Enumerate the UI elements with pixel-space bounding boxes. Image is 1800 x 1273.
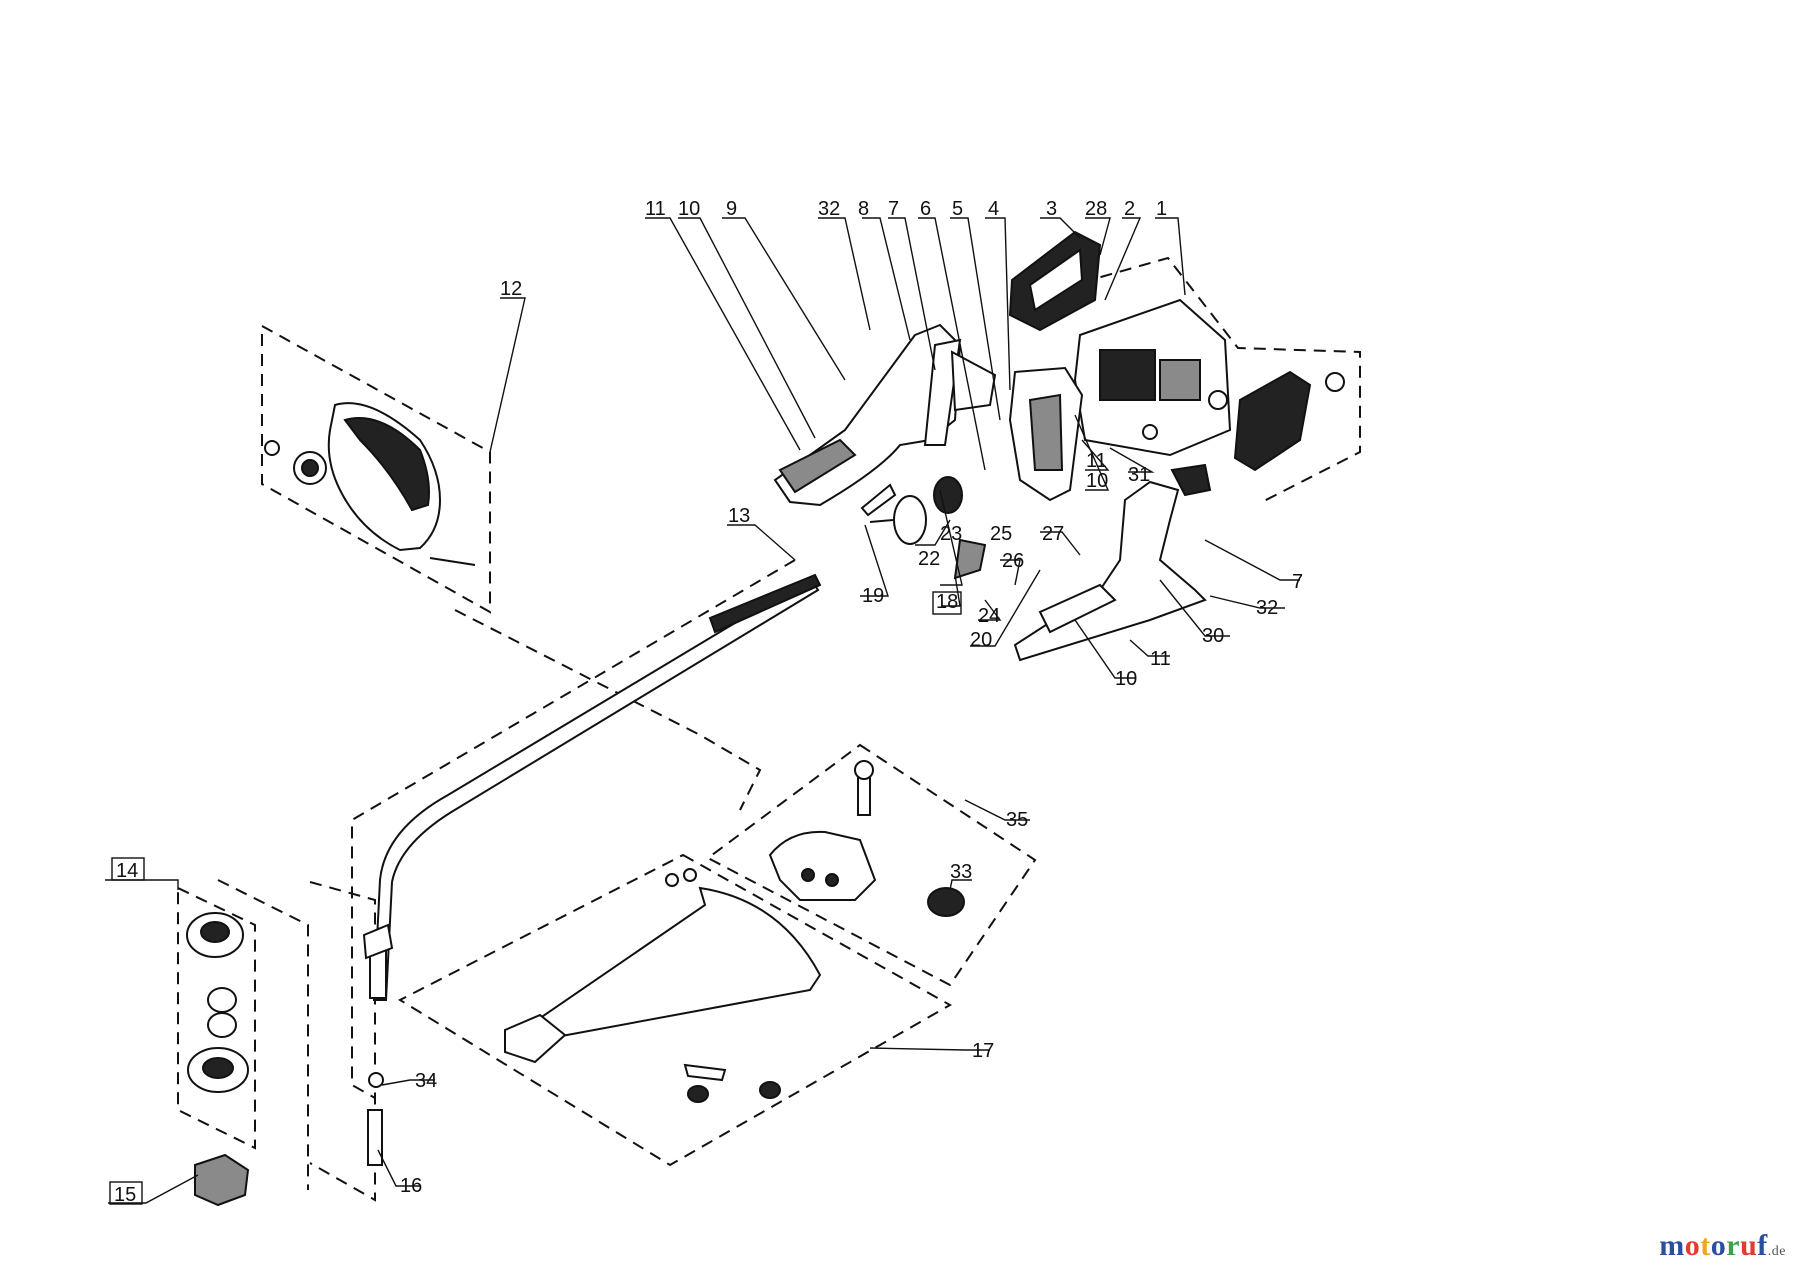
trimmer-head: [186, 912, 384, 1207]
callout-16: 16: [400, 1175, 422, 1197]
callout-10: 10: [1115, 668, 1137, 690]
callout-10: 10: [1086, 470, 1108, 492]
engine-block: [1073, 298, 1232, 457]
callout-18: 18: [936, 591, 958, 613]
clutch-housing: [1008, 366, 1084, 502]
callout-4: 4: [988, 198, 999, 220]
callout-labels: 11 10 9 32 8 7 6 5 4 3 28 2 1 12 13 11 1…: [114, 198, 1303, 1206]
callout-33: 33: [950, 861, 972, 883]
clutch-parts: [860, 476, 987, 580]
callout-9: 9: [726, 198, 737, 220]
callout-23: 23: [940, 523, 962, 545]
callout-26: 26: [1002, 550, 1024, 572]
callout-1: 1: [1156, 198, 1167, 220]
watermark-suffix: .de: [1767, 1244, 1786, 1259]
starter-cover: [1233, 370, 1345, 472]
callout-17: 17: [972, 1040, 994, 1062]
loop-handle: [264, 402, 476, 566]
callout-5: 5: [952, 198, 963, 220]
callout-11: 11: [1150, 648, 1171, 670]
callout-11: 11: [1086, 450, 1107, 472]
drive-shaft: [362, 573, 822, 1001]
callout-30: 30: [1202, 625, 1224, 647]
callout-7: 7: [1292, 571, 1303, 593]
callout-27: 27: [1042, 523, 1064, 545]
group-outlines: [177, 256, 1361, 1202]
callout-13: 13: [728, 505, 750, 527]
callout-7: 7: [888, 198, 899, 220]
callout-28: 28: [1085, 198, 1107, 220]
callout-14: 14: [116, 860, 138, 882]
callout-6: 6: [920, 198, 931, 220]
callout-32: 32: [818, 198, 840, 220]
shaft-guard: [768, 760, 965, 917]
watermark-logo: motoruf.de: [1659, 1229, 1786, 1263]
callout-15: 15: [114, 1184, 136, 1206]
callout-11: 11: [645, 198, 666, 220]
callout-25: 25: [990, 523, 1012, 545]
callout-19: 19: [862, 585, 884, 607]
callout-24: 24: [978, 605, 1000, 627]
callout-32: 32: [1256, 597, 1278, 619]
callout-12: 12: [500, 278, 522, 300]
callout-22: 22: [918, 548, 940, 570]
callout-2: 2: [1124, 198, 1135, 220]
grass-guard: [504, 868, 822, 1103]
air-filter-cover: [1008, 230, 1102, 332]
callout-34: 34: [415, 1070, 437, 1092]
rear-handle: [1013, 463, 1212, 662]
callout-10: 10: [678, 198, 700, 220]
callout-3: 3: [1046, 198, 1057, 220]
callout-31: 31: [1128, 464, 1150, 486]
callout-8: 8: [858, 198, 869, 220]
watermark-brand: motoruf: [1659, 1229, 1768, 1262]
callout-20: 20: [970, 629, 992, 651]
leader-lines: [105, 217, 1300, 1205]
callout-35: 35: [1006, 809, 1028, 831]
